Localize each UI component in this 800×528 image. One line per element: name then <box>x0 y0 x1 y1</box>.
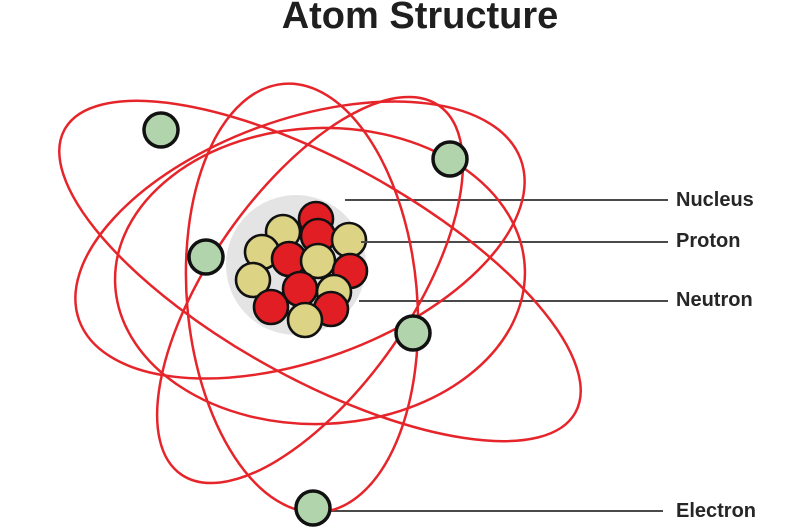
electron-ball <box>187 238 225 276</box>
neutron-ball <box>252 288 290 326</box>
label-proton: Proton <box>676 230 741 252</box>
electron-ball <box>431 140 469 178</box>
page-title: Atom Structure <box>281 0 559 37</box>
electron-ball <box>394 314 432 352</box>
proton-ball <box>330 221 368 259</box>
label-neutron: Neutron <box>676 289 753 311</box>
label-electron: Electron <box>676 500 757 522</box>
electron-ball <box>294 489 332 527</box>
orbit-ellipse-5 <box>74 100 526 380</box>
label-nucleus: Nucleus <box>676 189 754 211</box>
proton-ball <box>234 261 272 299</box>
orbit-ellipse-1 <box>58 99 582 443</box>
proton-ball <box>286 301 324 339</box>
electron-ball <box>142 111 180 149</box>
